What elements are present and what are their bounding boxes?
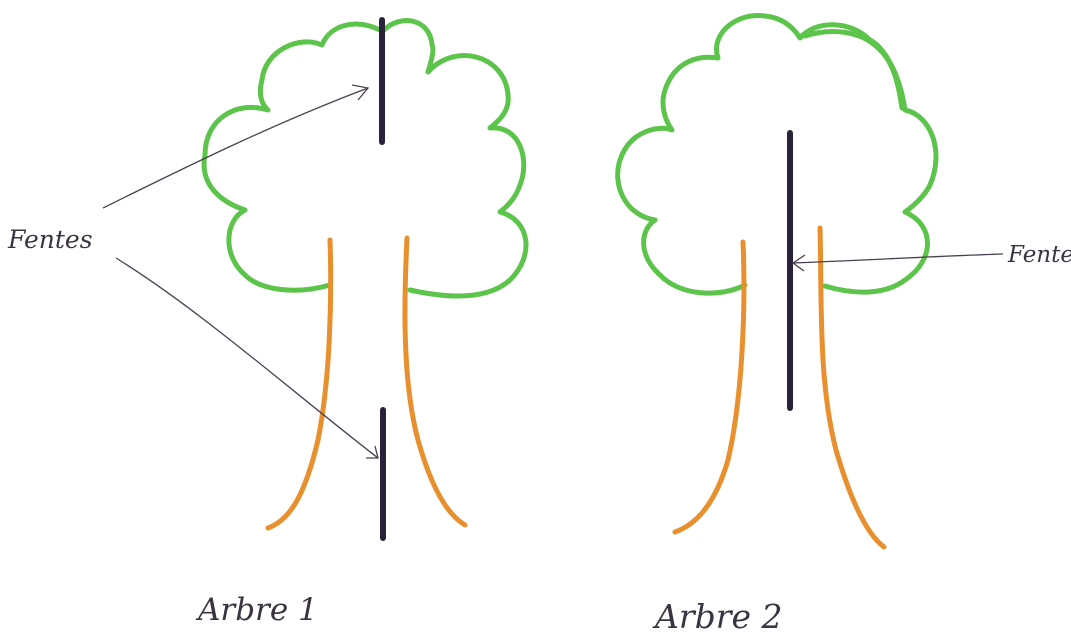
tree-2-crown-overdraw	[805, 32, 902, 108]
tree-1-trunk-right	[405, 238, 465, 525]
tree-2	[618, 16, 936, 547]
arrow-to-tree-1-lower-slit	[116, 258, 378, 458]
arrow-head-upper	[352, 85, 368, 100]
tree-1-label: Arbre 1	[195, 592, 318, 628]
tree-2-label: Arbre 2	[652, 597, 783, 636]
tree-1-crown	[204, 21, 526, 296]
arrow-to-tree-2-slit	[793, 254, 1003, 263]
tree-1-trunk-left	[268, 240, 331, 528]
arrow-to-tree-1-upper-slit	[103, 88, 368, 208]
tree-1	[204, 20, 526, 538]
annotation-fente: Fente	[1007, 242, 1071, 268]
annotation-fentes: Fentes	[7, 225, 93, 254]
annotation-arrows	[103, 85, 1003, 458]
tree-2-trunk-right	[820, 228, 884, 547]
tree-2-trunk-left	[675, 242, 744, 532]
